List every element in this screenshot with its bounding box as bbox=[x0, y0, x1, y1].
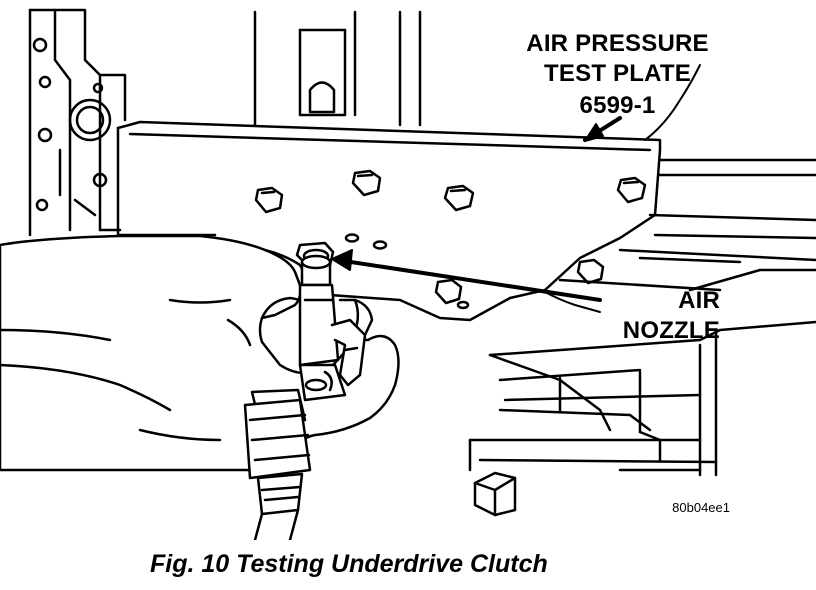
test-plate-part-number: 6599-1 bbox=[579, 92, 656, 119]
air-nozzle-label-line1: AIR bbox=[678, 287, 720, 314]
line-drawing bbox=[0, 8, 816, 542]
plate-bolt bbox=[254, 186, 284, 214]
figure-reference-code: 80b04ee1 bbox=[672, 500, 730, 515]
air-nozzle bbox=[298, 254, 367, 402]
nozzle-leader-arrow bbox=[331, 249, 602, 313]
upper-bracket bbox=[253, 10, 422, 127]
plate-leader-arrow bbox=[583, 64, 701, 142]
air-hose bbox=[253, 508, 300, 542]
quick-coupler bbox=[243, 388, 312, 516]
plate-bolt bbox=[434, 278, 463, 305]
transmission-housing bbox=[28, 8, 127, 237]
valve-body-casting bbox=[468, 158, 816, 517]
plate-bolt bbox=[351, 169, 382, 197]
figure-caption: Fig. 10 Testing Underdrive Clutch bbox=[150, 550, 548, 578]
test-plate-label-line2: TEST PLATE bbox=[544, 60, 691, 87]
hand bbox=[0, 234, 400, 472]
plate-bolt bbox=[576, 258, 605, 285]
plate-bolt bbox=[616, 176, 647, 204]
plate-bolt bbox=[443, 184, 475, 212]
air-nozzle-label-line2: NOZZLE bbox=[622, 317, 720, 344]
test-plate-label-line1: AIR PRESSURE bbox=[526, 30, 709, 57]
